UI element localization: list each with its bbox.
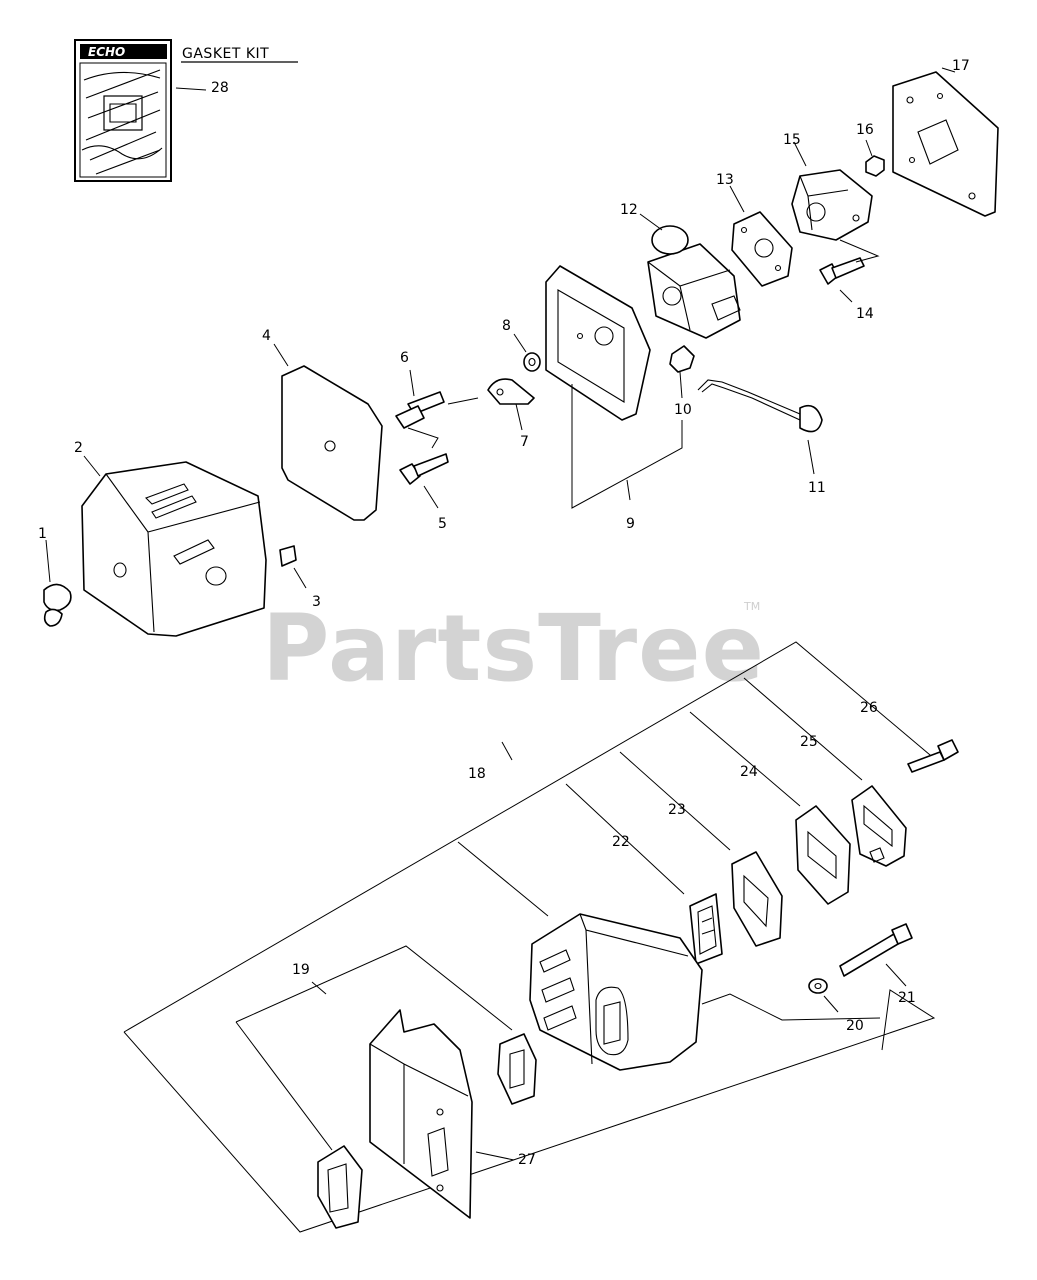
part-6-bracket[interactable] bbox=[395, 391, 445, 429]
part-label-28[interactable]: 28 bbox=[211, 80, 229, 96]
part-label-8[interactable]: 8 bbox=[502, 318, 511, 334]
part-label-26[interactable]: 26 bbox=[860, 700, 878, 716]
part-23-gasket[interactable] bbox=[731, 851, 783, 947]
part-label-5[interactable]: 5 bbox=[438, 516, 447, 532]
part-7-plate[interactable] bbox=[487, 378, 535, 405]
part-19-gasket-lower[interactable] bbox=[317, 1145, 363, 1229]
part-12-carburetor[interactable] bbox=[647, 225, 741, 339]
part-11-choke-rod[interactable] bbox=[697, 379, 823, 433]
part-18-muffler[interactable] bbox=[529, 913, 703, 1071]
part-26-bolt[interactable] bbox=[907, 739, 959, 773]
part-label-12[interactable]: 12 bbox=[620, 202, 638, 218]
part-label-15[interactable]: 15 bbox=[783, 132, 801, 148]
gasket-kit-label: GASKET KIT bbox=[182, 46, 269, 62]
part-14-bolt[interactable] bbox=[819, 257, 865, 285]
part-3-pad[interactable] bbox=[279, 545, 297, 567]
part-label-14[interactable]: 14 bbox=[856, 306, 874, 322]
part-label-27[interactable]: 27 bbox=[518, 1152, 536, 1168]
part-9-air-cleaner-case[interactable] bbox=[545, 265, 651, 421]
part-label-6[interactable]: 6 bbox=[400, 350, 409, 366]
part-20-washer[interactable] bbox=[808, 978, 828, 994]
part-label-2[interactable]: 2 bbox=[74, 440, 83, 456]
watermark-text: PartsTree bbox=[262, 595, 765, 702]
part-label-25[interactable]: 25 bbox=[800, 734, 818, 750]
part-label-23[interactable]: 23 bbox=[668, 802, 686, 818]
part-27-heat-shield[interactable] bbox=[369, 1009, 473, 1219]
part-25-deflector[interactable] bbox=[851, 785, 907, 867]
muffler-assembly-bracket bbox=[123, 641, 937, 1033]
part-2-air-cleaner-cover[interactable] bbox=[81, 461, 267, 637]
part-8-washer[interactable] bbox=[523, 352, 541, 372]
part-label-13[interactable]: 13 bbox=[716, 172, 734, 188]
part-24-gasket[interactable] bbox=[795, 805, 851, 905]
part-label-16[interactable]: 16 bbox=[856, 122, 874, 138]
part-13-gasket[interactable] bbox=[731, 211, 793, 287]
part-16-nut[interactable] bbox=[865, 155, 885, 177]
part-15-intake-adaptor[interactable] bbox=[791, 169, 873, 241]
part-label-21[interactable]: 21 bbox=[898, 990, 916, 1006]
gasket-kit-illustration[interactable]: ECHO bbox=[74, 39, 172, 182]
part-label-4[interactable]: 4 bbox=[262, 328, 271, 344]
part-label-24[interactable]: 24 bbox=[740, 764, 758, 780]
watermark-tm: TM bbox=[743, 600, 760, 613]
part-22-screen[interactable] bbox=[689, 893, 723, 965]
part-label-3[interactable]: 3 bbox=[312, 594, 321, 610]
part-5-bolt[interactable] bbox=[399, 453, 449, 485]
part-label-1[interactable]: 1 bbox=[38, 526, 47, 542]
part-label-18[interactable]: 18 bbox=[468, 766, 486, 782]
part-17-gasket-plate[interactable] bbox=[892, 71, 999, 217]
part-21-bolt[interactable] bbox=[839, 923, 913, 977]
part-1-knob[interactable] bbox=[43, 583, 72, 627]
part-label-11[interactable]: 11 bbox=[808, 480, 826, 496]
part-label-9[interactable]: 9 bbox=[626, 516, 635, 532]
gasket-kit-brand: ECHO bbox=[88, 45, 125, 59]
part-label-19[interactable]: 19 bbox=[292, 962, 310, 978]
part-label-7[interactable]: 7 bbox=[520, 434, 529, 450]
part-10-grommet[interactable] bbox=[669, 345, 695, 373]
part-label-10[interactable]: 10 bbox=[674, 402, 692, 418]
part-label-17[interactable]: 17 bbox=[952, 58, 970, 74]
part-19-gasket-upper[interactable] bbox=[497, 1033, 537, 1105]
part-4-air-filter[interactable] bbox=[281, 365, 383, 521]
part-label-20[interactable]: 20 bbox=[846, 1018, 864, 1034]
part-label-22[interactable]: 22 bbox=[612, 834, 630, 850]
